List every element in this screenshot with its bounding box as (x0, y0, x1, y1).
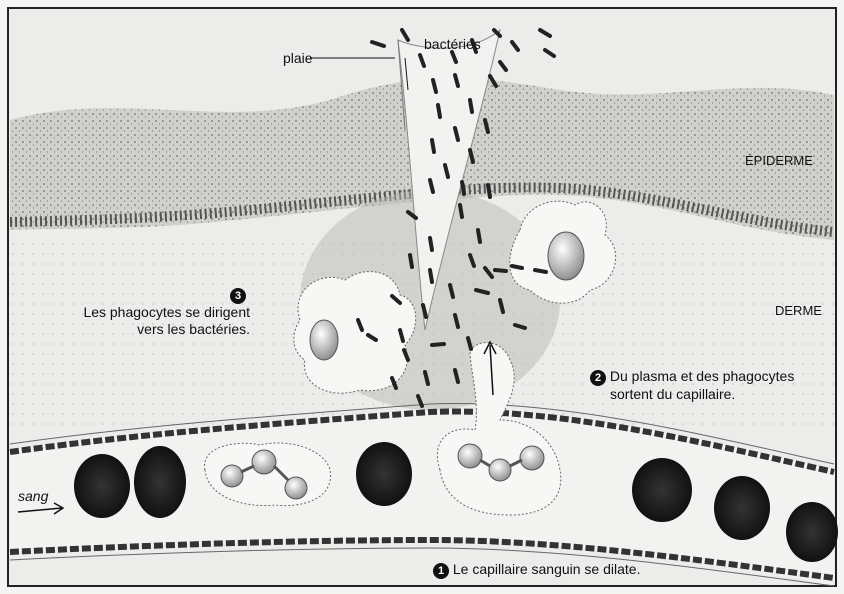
step-2-line-1: Du plasma et des phagocytes (610, 368, 794, 384)
phagocyte-in-blood (205, 443, 331, 506)
bacterium (535, 270, 546, 272)
bacterium (470, 100, 472, 112)
red-blood-cell (714, 476, 770, 540)
red-blood-cell (786, 502, 838, 562)
bacterium (488, 185, 490, 197)
sang-label: sang (18, 488, 48, 505)
red-blood-cell (74, 454, 130, 518)
step-3-number: 3 (230, 288, 246, 304)
red-blood-cell (632, 458, 692, 522)
bacterium (460, 205, 462, 217)
plaie-label: plaie (283, 50, 313, 67)
derme-label: DERME (775, 302, 822, 319)
bacterium (495, 270, 506, 271)
step-2-label: 2 Du plasma et des phagocytes sortent du… (590, 368, 794, 403)
red-blood-cell (356, 442, 412, 506)
bacterium (430, 238, 432, 250)
bacteries-label: bactéries (424, 36, 481, 53)
step-3-line-1: Les phagocytes se dirigent (70, 304, 250, 321)
step-1-text: Le capillaire sanguin se dilate. (453, 561, 641, 577)
step-3-line-2: vers les bactéries. (70, 321, 250, 338)
bacterium (438, 105, 440, 117)
step-1-label: 1 Le capillaire sanguin se dilate. (433, 561, 640, 579)
bacterium (478, 230, 480, 242)
step-2-line-2: sortent du capillaire. (590, 386, 794, 403)
bacterium (462, 182, 464, 194)
step-3-label: 3 Les phagocytes se dirigent vers les ba… (70, 286, 250, 338)
bacterium (432, 344, 444, 345)
step-2-number: 2 (590, 370, 606, 386)
bacterium (430, 270, 432, 282)
red-blood-cell (134, 446, 186, 518)
epiderme-label: ÉPIDERME (745, 152, 813, 169)
phagocyte-left (294, 272, 416, 394)
bacterium (432, 140, 434, 152)
step-1-number: 1 (433, 563, 449, 579)
bacterium (512, 266, 522, 268)
bacterium (410, 255, 412, 267)
